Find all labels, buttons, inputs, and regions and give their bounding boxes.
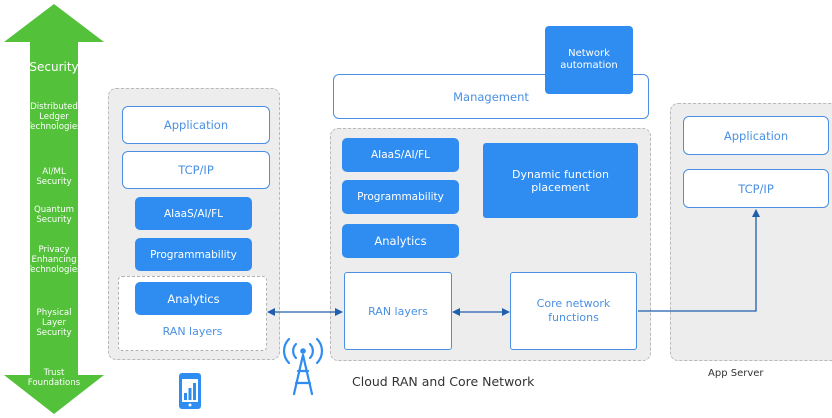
core-network-functions-box: Core network functions	[510, 272, 637, 350]
cloud-aiaas-box: AIaaS/AI/FL	[342, 138, 459, 172]
server-tcpip-box: TCP/IP	[683, 169, 829, 208]
security-item-dlt: Distributed Ledger Technologies	[26, 102, 82, 132]
device-aiaas-box: AIaaS/AI/FL	[135, 197, 252, 230]
cloud-ran-layers-box: RAN layers	[344, 272, 452, 350]
security-arrow-shape	[4, 4, 104, 414]
security-item-trust: Trust Foundations	[27, 368, 81, 388]
device-analytics-box: Analytics	[135, 282, 252, 315]
dynamic-function-placement-box: Dynamic function placement	[483, 143, 638, 218]
security-item-physical: Physical Layer Security	[36, 308, 72, 338]
device-application-box: Application	[122, 106, 270, 144]
cloud-caption: Cloud RAN and Core Network	[352, 374, 535, 389]
server-application-box: Application	[683, 116, 829, 155]
radio-tower-icon	[282, 337, 324, 396]
network-automation-box: Network automation	[545, 26, 633, 94]
cloud-programmability-box: Programmability	[342, 180, 459, 214]
device-ran-layers-label: RAN layers	[162, 325, 223, 338]
cloud-analytics-box: Analytics	[342, 224, 459, 258]
security-title: Security	[29, 60, 79, 74]
security-item-aiml: AI/ML Security	[36, 167, 72, 187]
app-server-caption: App Server	[708, 368, 764, 379]
smartphone-chart-icon	[179, 373, 201, 409]
security-item-privacy: Privacy Enhancing Technologies	[26, 245, 82, 275]
device-programmability-box: Programmability	[135, 238, 252, 271]
core-to-server-connector	[638, 209, 760, 312]
security-item-quantum: Quantum Security	[33, 205, 75, 225]
device-tcpip-box: TCP/IP	[122, 151, 270, 189]
